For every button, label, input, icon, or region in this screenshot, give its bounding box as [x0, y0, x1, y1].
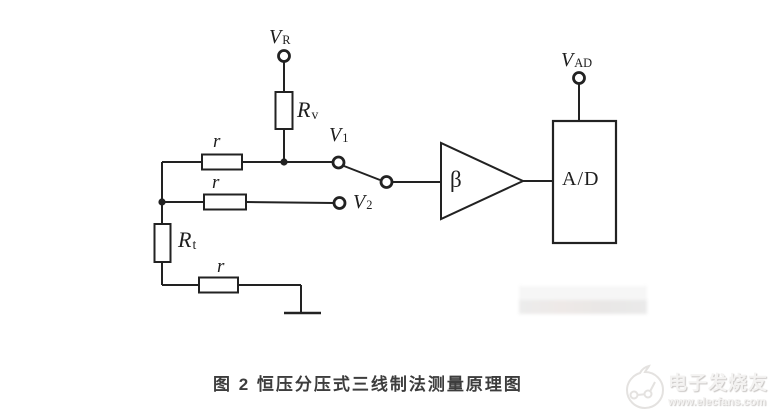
v1-label: V1: [329, 124, 349, 146]
figure-caption: 图 2 恒压分压式三线制法测量原理图: [213, 375, 523, 394]
junction-dot-top: [280, 158, 288, 166]
vad-label: VAD: [561, 49, 593, 71]
adc-label: A/D: [562, 168, 600, 190]
resistor-r-mid: [203, 193, 247, 211]
resistor-rt: [153, 223, 172, 263]
vr-label: VR: [269, 26, 291, 48]
v2-terminal-circle: [332, 196, 347, 210]
resistor-r-top: [201, 153, 243, 171]
amplifier-gain-label: β: [450, 167, 462, 192]
watermark-site-name: 电子发烧友: [668, 373, 769, 394]
v1-terminal-circle: [331, 155, 346, 170]
resistor-rv: [274, 91, 294, 130]
resistor-r-bottom: [198, 276, 239, 294]
elecfans-logo-icon: [625, 364, 665, 410]
switch-arm: [343, 165, 381, 181]
amplifier-triangle: [440, 141, 526, 221]
r-mid-label: r: [212, 172, 220, 193]
blurred-artifact: [519, 286, 647, 314]
r-top-label: r: [213, 131, 221, 152]
wire-mid-right: [245, 201, 335, 204]
watermark: 电子发烧友 www.elecfans.com: [624, 362, 773, 414]
adc-block: [551, 119, 618, 245]
r-bottom-label: r: [217, 256, 225, 277]
rv-label: Rv: [297, 97, 319, 122]
vad-terminal-circle: [572, 71, 586, 85]
vr-terminal-circle: [277, 49, 291, 63]
v2-label: V2: [353, 191, 373, 213]
watermark-site-url: www.elecfans.com: [668, 396, 767, 408]
switch-common-circle: [379, 175, 394, 189]
rt-label: Rt: [178, 227, 197, 252]
